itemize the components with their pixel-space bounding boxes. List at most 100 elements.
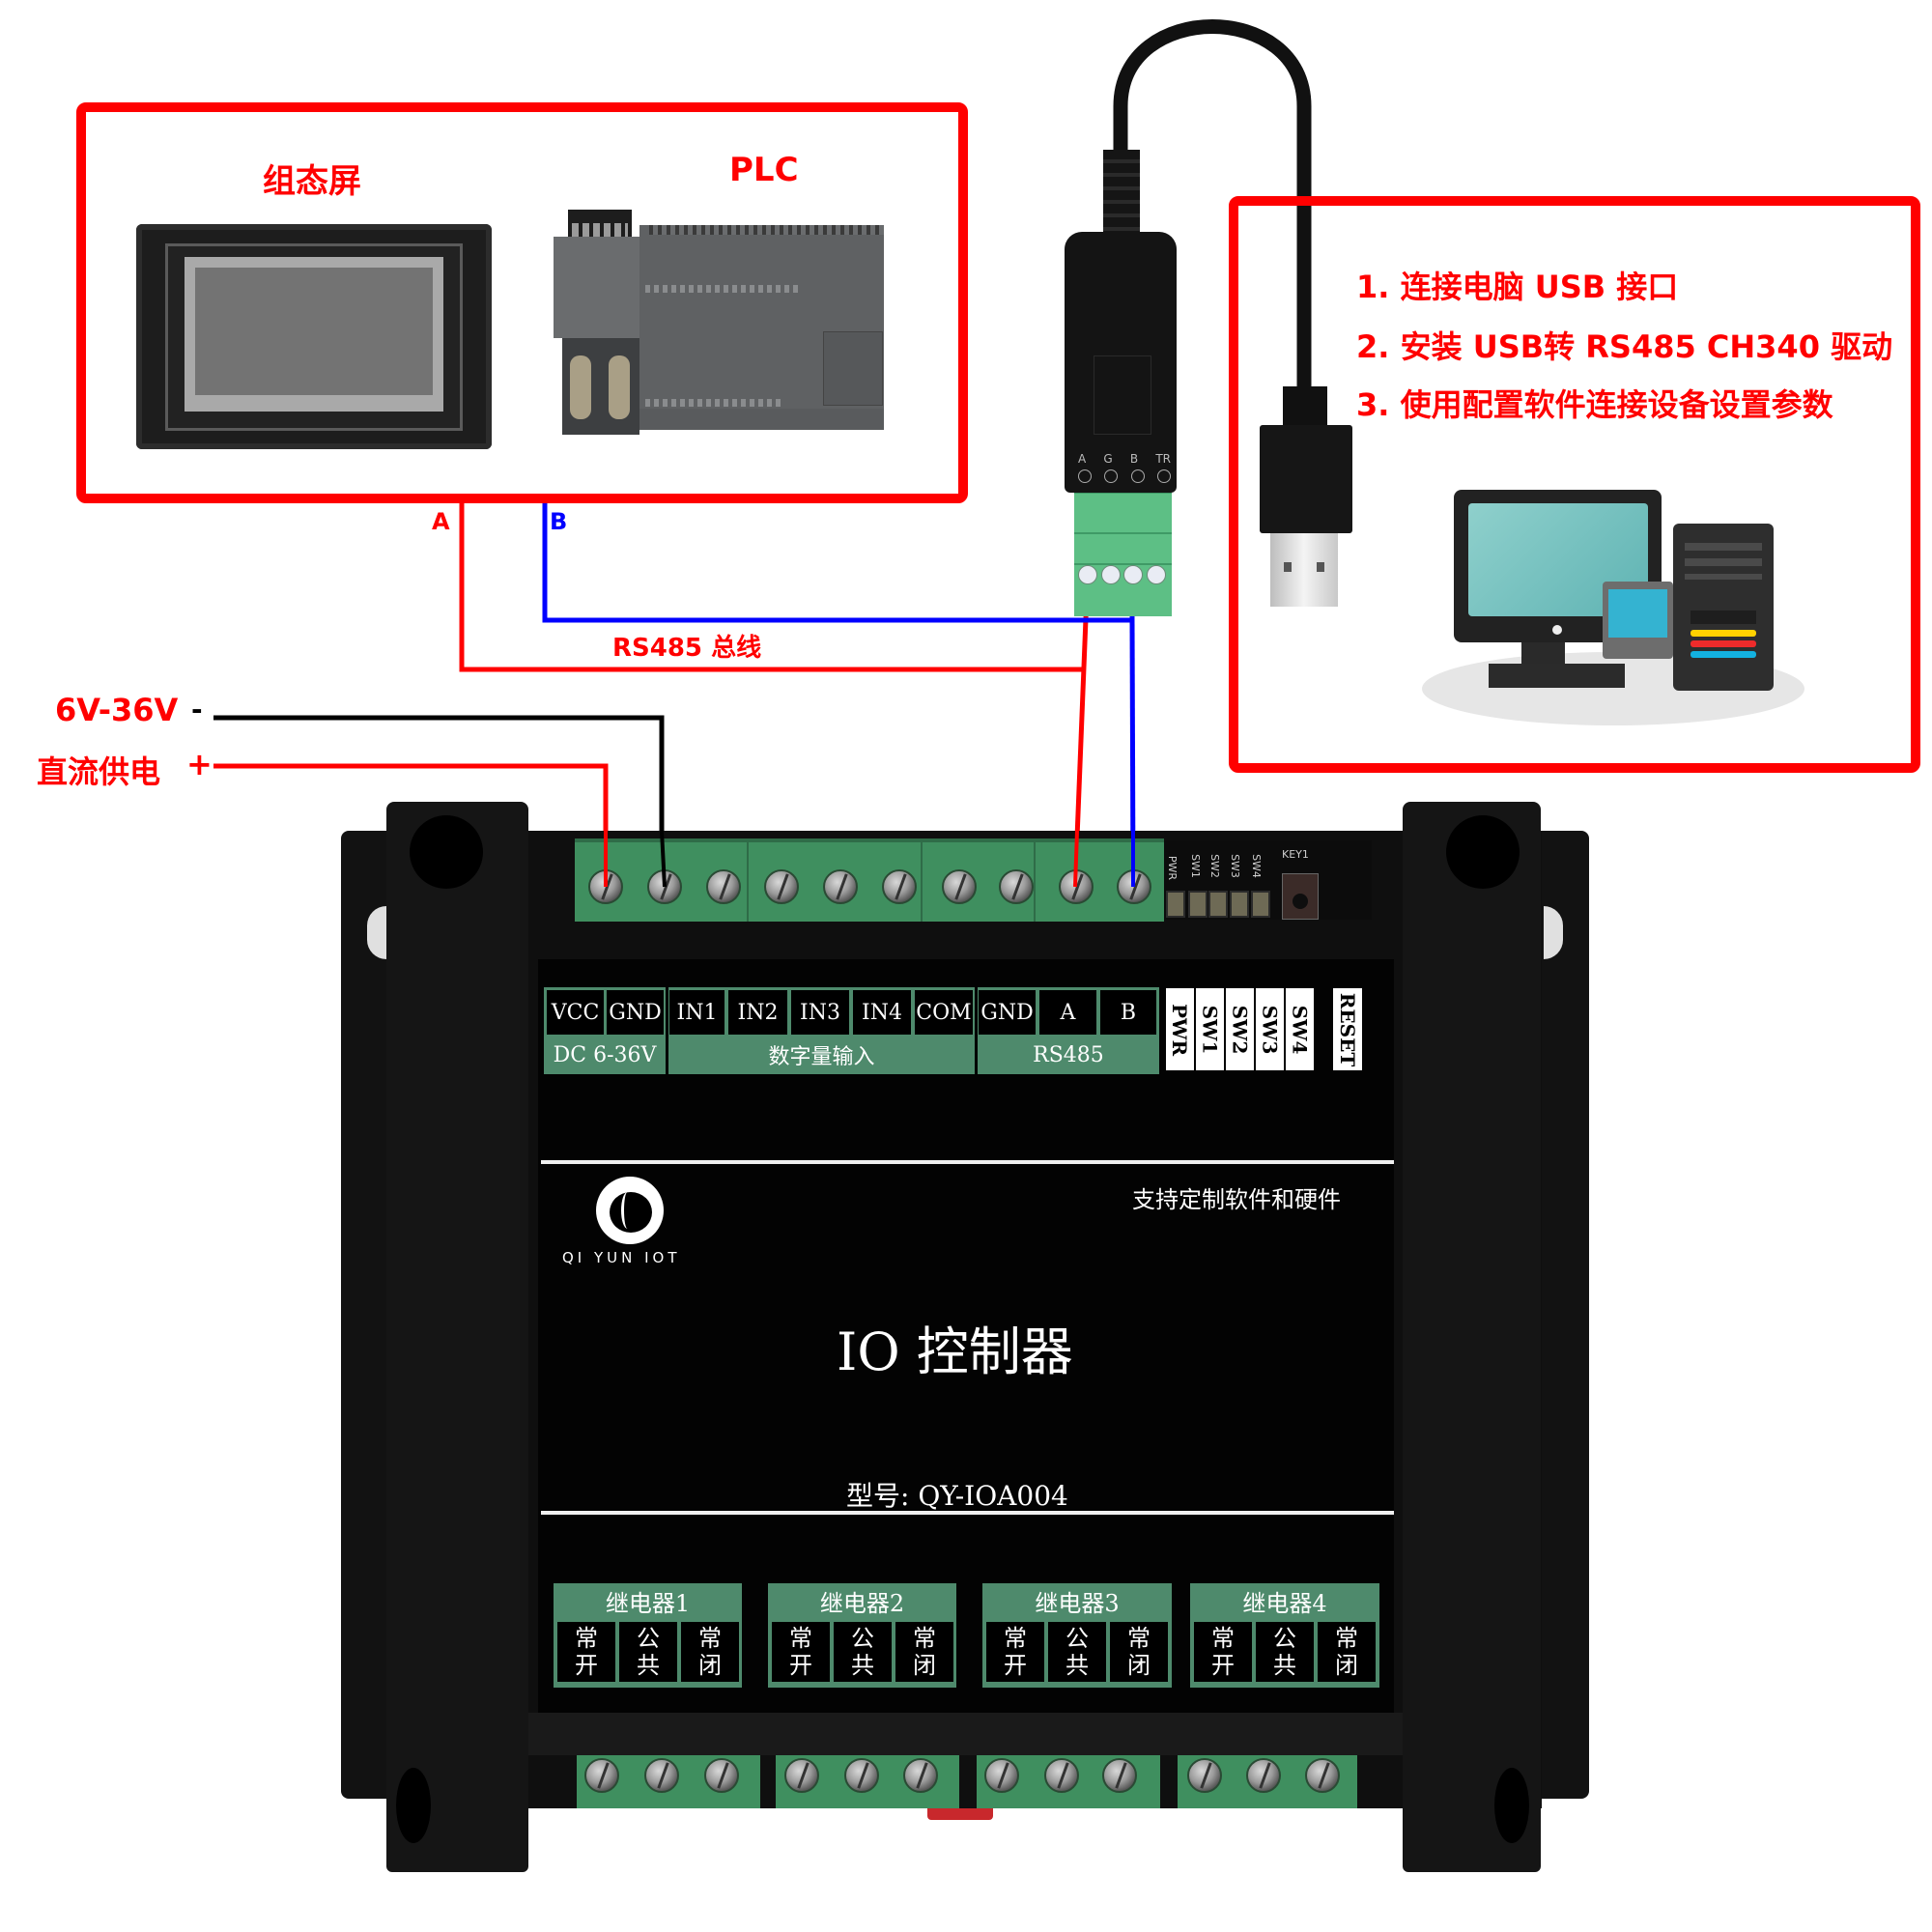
relay-3-screw-com[interactable] bbox=[1044, 1758, 1079, 1793]
relay-1-screw-com[interactable] bbox=[644, 1758, 679, 1793]
relay-4-screw-com[interactable] bbox=[1246, 1758, 1281, 1793]
terminal-divider bbox=[1034, 842, 1036, 922]
indicator-label-pwr-text: PWR bbox=[1168, 1003, 1192, 1056]
converter-screw-tr bbox=[1147, 565, 1166, 584]
converter-led-row bbox=[1078, 469, 1171, 483]
relay-2-screw-com[interactable] bbox=[844, 1758, 879, 1793]
pc-setup-box bbox=[1229, 196, 1920, 773]
usb-rs485-converter: A G B TR bbox=[1063, 150, 1179, 618]
hmi-frame bbox=[165, 243, 463, 431]
indicator-icon bbox=[1156, 469, 1171, 483]
indicator-label-sw4: SW4 bbox=[1286, 988, 1314, 1070]
led-sw4 bbox=[1251, 891, 1270, 918]
side-clip-right bbox=[1544, 906, 1563, 959]
converter-screw-g bbox=[1101, 565, 1121, 584]
relay-2-screw-nc[interactable] bbox=[903, 1758, 938, 1793]
led-sw3 bbox=[1230, 891, 1249, 918]
relay-3-screw-nc[interactable] bbox=[1102, 1758, 1137, 1793]
wire-a bbox=[459, 503, 1084, 672]
mount-hole-icon bbox=[396, 1768, 431, 1843]
reset-key-button[interactable] bbox=[1282, 873, 1319, 920]
plc-bottom-lip bbox=[639, 409, 884, 430]
relay-1-title: 继电器1 bbox=[605, 1589, 691, 1617]
model-number: 型号: QY-IOA004 bbox=[846, 1480, 1068, 1512]
brand-name: QI YUN IOT bbox=[562, 1249, 681, 1266]
pin-label-g: G bbox=[1103, 452, 1113, 466]
silk-pwr: PWR bbox=[1166, 855, 1179, 881]
relay-4-screw-nc[interactable] bbox=[1305, 1758, 1340, 1793]
terminal-label-table: VCC GND IN1 IN2 IN3 IN4 COM GND A B DC 6… bbox=[544, 987, 1159, 1074]
hmi-display-inner bbox=[195, 268, 433, 395]
usb-plug-hole bbox=[1284, 562, 1292, 572]
silk-key1: KEY1 bbox=[1282, 848, 1309, 861]
label-in4: IN4 bbox=[853, 990, 911, 1035]
relay-4-nc: 常闭 bbox=[1318, 1622, 1376, 1682]
group-divider bbox=[666, 987, 668, 1074]
mount-hole-icon bbox=[1446, 815, 1520, 889]
din-rail-latch[interactable] bbox=[927, 1808, 993, 1820]
monitor-stand bbox=[1521, 642, 1565, 667]
logo-swirl bbox=[621, 1192, 634, 1229]
hmi-display bbox=[185, 257, 443, 412]
terminal-screw-com[interactable] bbox=[942, 869, 977, 904]
indicator-label-sw1: SW1 bbox=[1196, 988, 1224, 1070]
plc-cover bbox=[823, 331, 883, 406]
monitor-power-icon bbox=[1552, 625, 1562, 635]
wire-gnd-end bbox=[660, 830, 667, 888]
plc-label: PLC bbox=[729, 151, 799, 189]
terminal-screw-in4[interactable] bbox=[882, 869, 917, 904]
relay-1-no: 常开 bbox=[557, 1622, 615, 1682]
relay-3-com: 公共 bbox=[1048, 1622, 1106, 1682]
relay-3-screw-no[interactable] bbox=[984, 1758, 1019, 1793]
computer-illustration bbox=[1420, 483, 1826, 734]
terminal-screw-gnd2[interactable] bbox=[999, 869, 1034, 904]
tower-stripe-blue bbox=[1690, 651, 1756, 658]
relay-2-screw-no[interactable] bbox=[784, 1758, 819, 1793]
bus-a-label: A bbox=[432, 508, 450, 535]
led-pwr bbox=[1166, 891, 1185, 918]
relay-4-screw-no[interactable] bbox=[1187, 1758, 1222, 1793]
group-divider bbox=[975, 987, 978, 1074]
terminal-screw-in2[interactable] bbox=[764, 869, 799, 904]
converter-screw-a bbox=[1078, 565, 1097, 584]
terminal-screw-in3[interactable] bbox=[823, 869, 858, 904]
terminal-seam bbox=[1074, 563, 1172, 565]
pc-tower-icon bbox=[1673, 524, 1774, 691]
indicator-icon bbox=[1104, 469, 1119, 483]
relay-1-label: 继电器1 常开 公共 常闭 bbox=[554, 1583, 742, 1688]
plc-port-area bbox=[562, 338, 639, 435]
converter-pin-labels: A G B TR bbox=[1078, 452, 1171, 466]
relay-4-title: 继电器4 bbox=[1242, 1589, 1327, 1617]
tower-bay bbox=[1685, 543, 1762, 551]
terminal-screw-in1[interactable] bbox=[706, 869, 741, 904]
keyboard bbox=[1489, 664, 1625, 688]
bus-b-label: B bbox=[550, 508, 568, 535]
label-a: A bbox=[1039, 990, 1096, 1035]
bottom-frame-bar bbox=[528, 1713, 1403, 1755]
terminal-divider bbox=[747, 842, 749, 922]
plc-vent bbox=[649, 225, 884, 235]
tower-stripe-yellow bbox=[1690, 630, 1756, 637]
wire-gnd bbox=[213, 715, 665, 887]
indicator-label-sw1-text: SW1 bbox=[1198, 1005, 1222, 1054]
indicator-label-sw2: SW2 bbox=[1226, 988, 1254, 1070]
plc-connector-pins bbox=[572, 223, 628, 237]
device-title: IO 控制器 bbox=[837, 1321, 1073, 1382]
label-in2: IN2 bbox=[728, 990, 787, 1035]
relay-3-no: 常开 bbox=[986, 1622, 1044, 1682]
led-area: PWR SW1 SW2 SW3 SW4 KEY1 bbox=[1164, 840, 1372, 920]
label-vcc: VCC bbox=[547, 990, 604, 1035]
relay-2-no: 常开 bbox=[772, 1622, 830, 1682]
rs485-bus-label: RS485 总线 bbox=[612, 634, 762, 663]
usb-a-plug bbox=[1260, 386, 1352, 609]
plc-output-leds bbox=[645, 285, 800, 293]
hmi-label: 组态屏 bbox=[263, 162, 361, 201]
relay-1-screw-nc[interactable] bbox=[704, 1758, 739, 1793]
group-label-power: DC 6-36V bbox=[553, 1042, 657, 1067]
setup-step-3: 3. 使用配置软件连接设备设置参数 bbox=[1356, 386, 1833, 423]
pin-label-b: B bbox=[1129, 452, 1139, 466]
silk-sw3: SW3 bbox=[1228, 854, 1241, 878]
label-b: B bbox=[1100, 990, 1156, 1035]
relay-1-screw-no[interactable] bbox=[584, 1758, 619, 1793]
pin-label-tr: TR bbox=[1155, 452, 1171, 466]
